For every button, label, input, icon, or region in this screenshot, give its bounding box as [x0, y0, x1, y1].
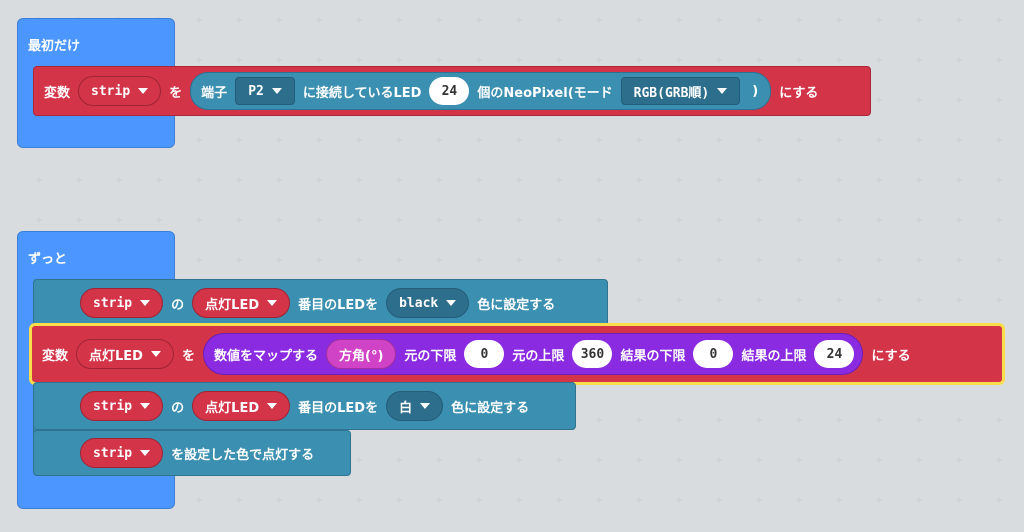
neopixel-mode-label: 個のNeoPixel(モード: [477, 85, 613, 101]
set-suffix-label: にする: [779, 85, 819, 101]
from-high-input[interactable]: 360: [572, 340, 613, 368]
chevron-down-icon: [140, 300, 151, 306]
strip-variable-reporter-2[interactable]: strip: [80, 391, 164, 421]
to-high-label: 結果の上限: [741, 348, 807, 364]
chevron-down-icon: [446, 300, 457, 306]
from-low-label: 元の下限: [404, 348, 457, 364]
of-label-1: の: [171, 297, 185, 313]
from-low-input[interactable]: 0: [464, 340, 505, 368]
set-led-index-block[interactable]: 変数 点灯LED を 数値をマップする 方角(°) 元の下限 0 元の上限 36…: [29, 323, 1005, 385]
set-pixel-color-block-2[interactable]: strip の 点灯LED 番目のLEDを 白 色に設定する: [33, 382, 576, 430]
led-index-variable-1[interactable]: 点灯LED: [192, 288, 291, 318]
set-suffix-label-2: にする: [871, 348, 911, 364]
color-dropdown-2[interactable]: 白: [386, 391, 444, 421]
to-high-input[interactable]: 24: [814, 340, 855, 368]
mode-dropdown[interactable]: RGB(GRB順): [620, 77, 741, 105]
strip-variable-reporter-3[interactable]: strip: [80, 438, 164, 468]
to-label-2: を: [181, 348, 195, 364]
pin-label: 端子: [201, 85, 228, 101]
neopixel-create-block[interactable]: 端子 P2 に接続しているLED 24 個のNeoPixel(モード RGB(G…: [190, 72, 772, 110]
connected-led-label: に接続しているLED: [302, 85, 422, 101]
chevron-down-icon: [138, 88, 149, 94]
chevron-down-icon: [717, 88, 728, 94]
chevron-down-icon: [140, 403, 151, 409]
show-strip-block[interactable]: strip を設定した色で点灯する: [33, 430, 351, 476]
nth-led-label-1: 番目のLEDを: [298, 297, 379, 313]
set-variable-label: 変数: [44, 85, 71, 101]
led-index-variable-2[interactable]: 点灯LED: [192, 391, 291, 421]
of-label-2: の: [171, 400, 185, 416]
pin-dropdown[interactable]: P2: [235, 77, 295, 105]
to-low-label: 結果の下限: [620, 348, 686, 364]
set-color-suffix-1: 色に設定する: [477, 297, 556, 313]
to-low-input[interactable]: 0: [693, 340, 734, 368]
led-index-variable-dropdown[interactable]: 点灯LED: [76, 339, 174, 369]
set-variable-label-2: 変数: [42, 348, 69, 364]
set-color-suffix-2: 色に設定する: [451, 400, 530, 416]
chevron-down-icon: [267, 403, 278, 409]
chevron-down-icon: [150, 351, 161, 357]
map-label: 数値をマップする: [214, 348, 319, 364]
color-dropdown-1[interactable]: black: [386, 288, 470, 318]
compass-heading-reporter[interactable]: 方角(°): [326, 339, 397, 369]
show-label: を設定した色で点灯する: [171, 447, 315, 463]
led-count-input[interactable]: 24: [429, 77, 470, 105]
close-paren: ): [752, 83, 759, 99]
strip-variable-dropdown[interactable]: strip: [78, 76, 162, 106]
chevron-down-icon: [420, 403, 431, 409]
chevron-down-icon: [267, 300, 278, 306]
from-high-label: 元の上限: [512, 348, 565, 364]
forever-title: ずっと: [28, 252, 68, 267]
chevron-down-icon: [140, 450, 151, 456]
map-block[interactable]: 数値をマップする 方角(°) 元の下限 0 元の上限 360 結果の下限 0 結…: [203, 333, 864, 375]
to-label: を: [169, 85, 183, 101]
set-pixel-color-block-1[interactable]: strip の 点灯LED 番目のLEDを black 色に設定する: [33, 279, 608, 327]
nth-led-label-2: 番目のLEDを: [298, 400, 379, 416]
set-strip-block[interactable]: 変数 strip を 端子 P2 に接続しているLED 24 個のNeoPixe…: [33, 66, 871, 116]
on-start-title: 最初だけ: [28, 39, 81, 54]
chevron-down-icon: [271, 88, 282, 94]
strip-variable-reporter-1[interactable]: strip: [80, 288, 164, 318]
